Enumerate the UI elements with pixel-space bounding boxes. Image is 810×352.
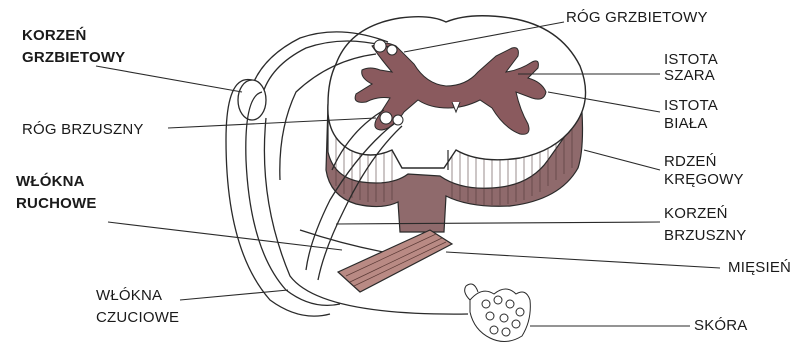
label-dorsal-root-line2: GRZBIETOWY [22, 48, 125, 67]
label-spinal-cord-line2: KRĘGOWY [664, 170, 744, 189]
label-spinal-cord-line1: RDZEŃ [664, 152, 717, 171]
leader-dorsal-root [96, 66, 242, 92]
sensory-neuron-body [374, 40, 386, 52]
leader-sensory-fibers [180, 290, 288, 300]
label-white-matter-line1: ISTOTA [664, 96, 718, 115]
label-ventral-root-line1: KORZEŃ [664, 204, 728, 223]
leader-motor-fibers [108, 222, 342, 250]
leader-muscle [446, 252, 720, 268]
label-muscle: MIĘSIEŃ [728, 258, 791, 277]
dorsal-root-ganglion [238, 80, 266, 120]
label-sensory-fibers-line1: WŁÓKNA [96, 286, 162, 305]
label-ventral-root-line2: BRZUSZNY [664, 226, 746, 245]
label-ventral-horn: RÓG BRZUSZNY [22, 120, 144, 139]
label-gray-matter-line2: SZARA [664, 66, 715, 85]
leader-ventral-root [336, 222, 660, 224]
label-skin: SKÓRA [694, 316, 748, 335]
muscle [338, 230, 452, 292]
label-motor-fibers-line1: WŁÓKNA [16, 172, 85, 191]
skin-receptors [465, 284, 531, 342]
motor-neuron-body [380, 112, 392, 124]
label-dorsal-horn-top: RÓG GRZBIETOWY [566, 8, 708, 27]
leader-spinal-cord [584, 150, 660, 170]
label-sensory-fibers-line2: CZUCIOWE [96, 308, 179, 327]
label-white-matter-line2: BIAŁA [664, 114, 708, 133]
label-dorsal-root-line1: KORZEŃ [22, 26, 87, 45]
label-motor-fibers-line2: RUCHOWE [16, 194, 97, 213]
